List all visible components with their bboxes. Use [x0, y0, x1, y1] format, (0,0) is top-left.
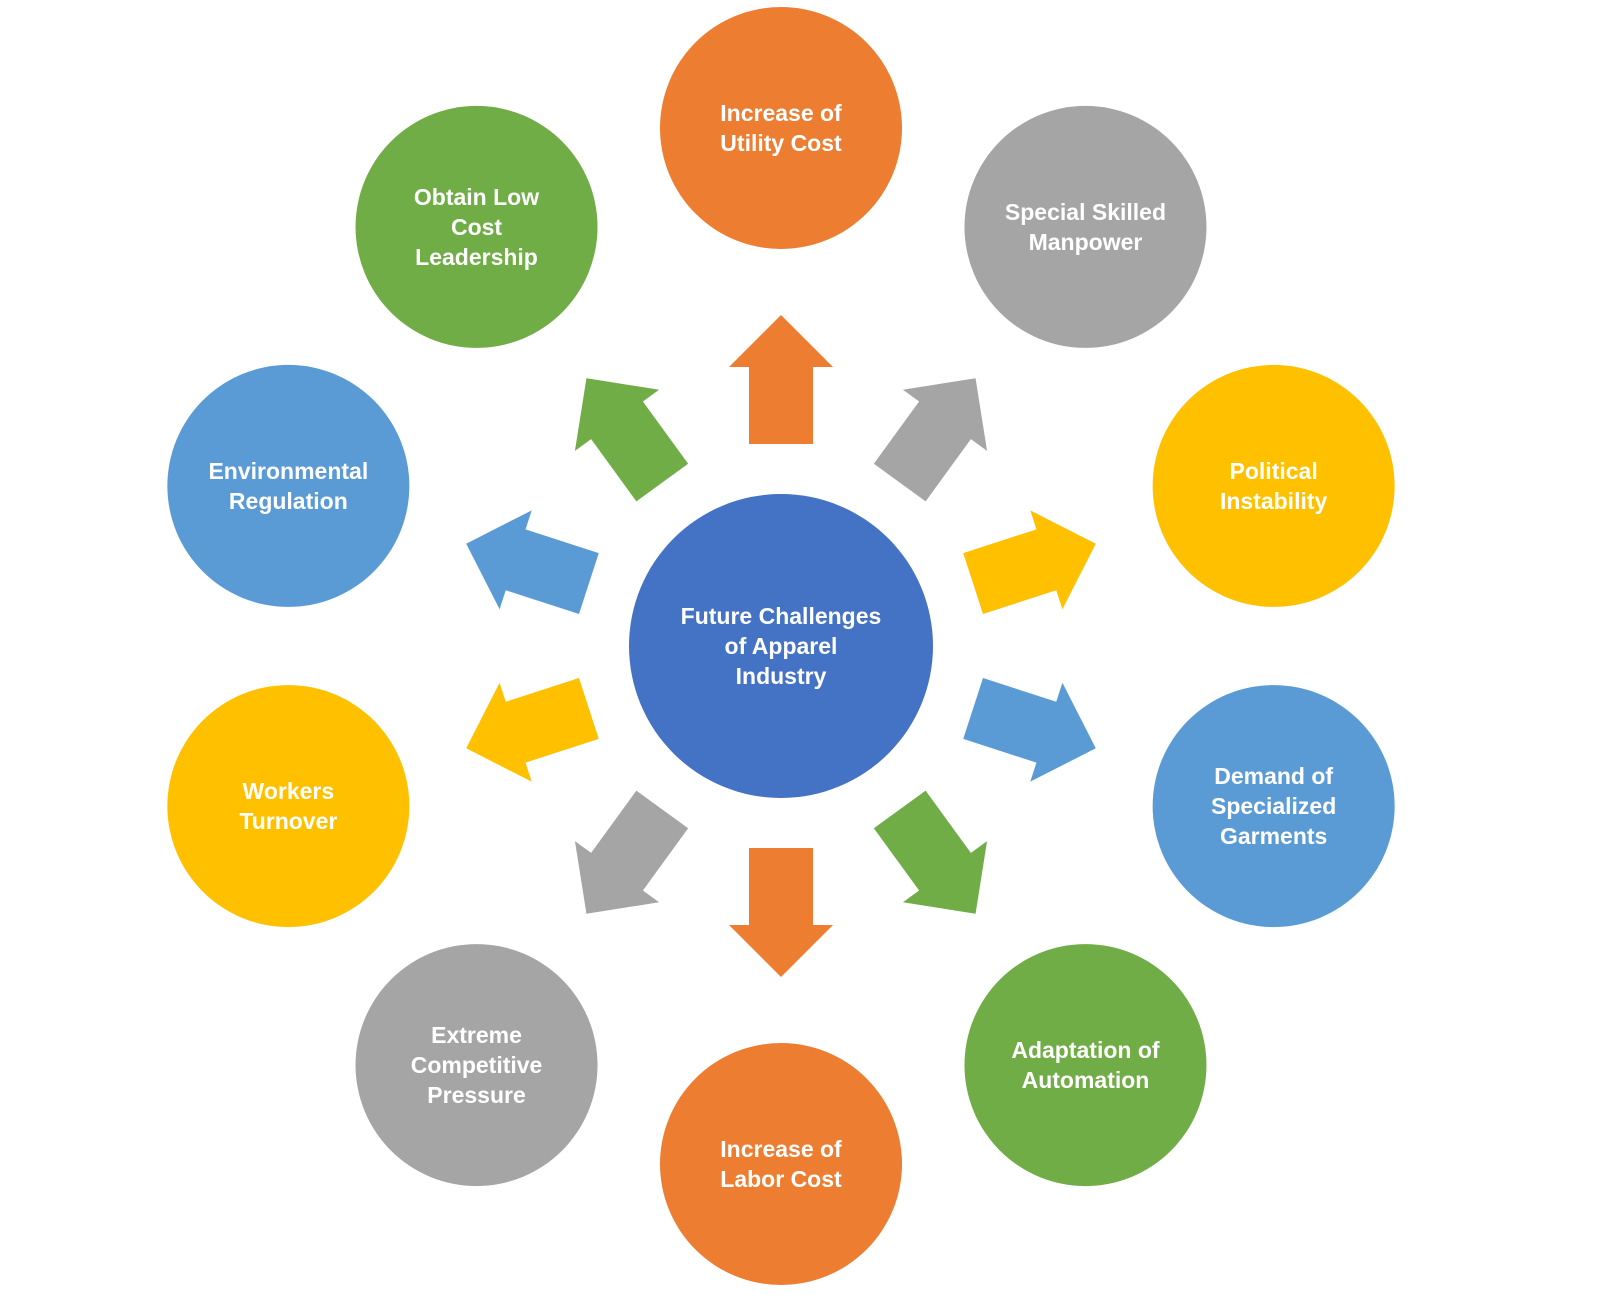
specialized-line: Specialized — [1211, 793, 1336, 819]
utility-cost-arrow — [729, 315, 833, 444]
environmental-line: Regulation — [229, 488, 348, 514]
automation-line: Adaptation of — [1011, 1037, 1160, 1063]
center-title-line: of Apparel — [725, 633, 838, 659]
skilled-manpower-arrow — [873, 378, 988, 502]
center-title-line: Industry — [736, 663, 827, 689]
competitive-line: Competitive — [411, 1052, 543, 1078]
automation-arrow — [873, 790, 988, 914]
turnover-line: Turnover — [239, 808, 337, 834]
utility-cost-node: Increase of Utility Cost — [660, 7, 902, 249]
utility-cost-circle — [660, 7, 902, 249]
labor-cost-line: Labor Cost — [720, 1166, 842, 1192]
environmental-circle — [167, 364, 410, 607]
specialized-line: Demand of — [1214, 763, 1333, 789]
environmental-arrow — [466, 510, 599, 615]
political-arrow — [963, 510, 1096, 615]
center-circle — [629, 494, 933, 798]
turnover-circle — [167, 685, 410, 928]
competitive-line: Extreme — [431, 1022, 522, 1048]
skilled-manpower-line: Special Skilled — [1005, 199, 1166, 225]
utility-cost-line: Utility Cost — [720, 130, 842, 156]
specialized-line: Garments — [1220, 823, 1327, 849]
skilled-manpower-line: Manpower — [1029, 229, 1143, 255]
labor-cost-circle — [660, 1043, 902, 1285]
political-line: Instability — [1220, 488, 1328, 514]
skilled-manpower-circle — [964, 105, 1207, 348]
labor-cost-line: Increase of — [720, 1136, 842, 1162]
utility-cost-line: Increase of — [720, 100, 842, 126]
arrows-group — [466, 315, 1096, 977]
automation-circle — [964, 944, 1207, 1187]
low-cost-line: Cost — [451, 214, 502, 240]
center-title-line: Future Challenges — [681, 603, 882, 629]
competitive-arrow — [574, 790, 689, 914]
competitive-circle — [355, 944, 598, 1187]
turnover-line: Workers — [243, 778, 335, 804]
automation-line: Automation — [1022, 1067, 1150, 1093]
specialized-arrow — [963, 677, 1096, 782]
automation-node: Adaptation of Automation — [964, 944, 1207, 1187]
competitive-line: Pressure — [427, 1082, 525, 1108]
low-cost-arrow — [574, 378, 689, 502]
political-circle — [1152, 364, 1395, 607]
political-line: Political — [1230, 458, 1318, 484]
turnover-arrow — [466, 677, 599, 782]
labor-cost-node: Increase of Labor Cost — [660, 1043, 902, 1285]
low-cost-line: Leadership — [415, 244, 538, 270]
environmental-line: Environmental — [208, 458, 368, 484]
specialized-circle — [1152, 685, 1395, 928]
labor-cost-arrow — [729, 848, 833, 977]
low-cost-line: Obtain Low — [414, 184, 539, 210]
low-cost-circle — [355, 105, 598, 348]
